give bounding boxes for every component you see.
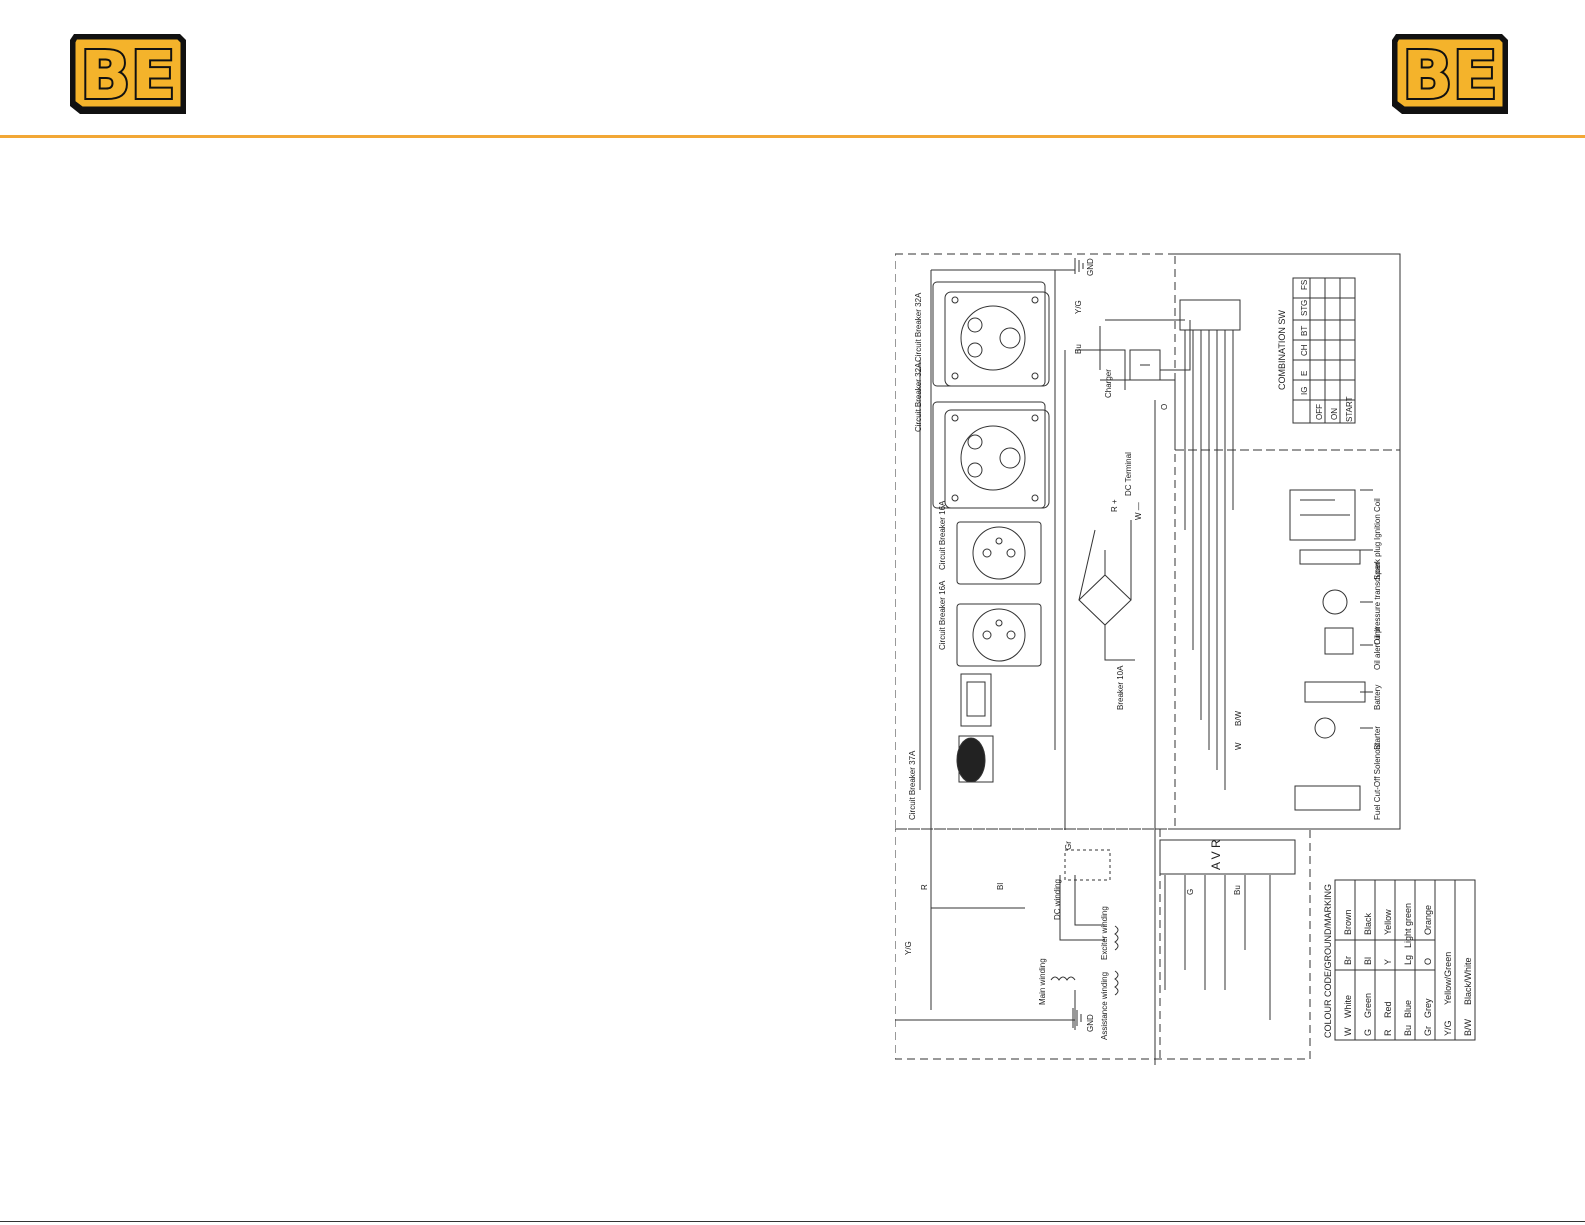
- colour-row-3-name2: Light green: [1403, 903, 1413, 948]
- label-wire-g: G: [1186, 889, 1195, 895]
- colour-row-1-code2: Bl: [1363, 957, 1373, 965]
- colour-row-6-code: B/W: [1463, 1018, 1473, 1036]
- colour-row-1-name: Green: [1363, 993, 1373, 1018]
- label-yg-bottom: Y/G: [904, 941, 913, 955]
- switch-header-ch: CH: [1300, 344, 1309, 356]
- label-avr: A V R: [1209, 839, 1223, 870]
- colour-row-1-code: G: [1363, 1029, 1373, 1036]
- label-fuel-cutoff: Fuel Cut-Off Solenoid: [1373, 743, 1382, 820]
- colour-row-5-code: Y/G: [1443, 1020, 1453, 1036]
- colour-row-5-name: Yellow/Green: [1443, 952, 1453, 1005]
- label-wire-o: O: [1160, 404, 1169, 410]
- wiring-diagram: GND Y/G Bu Charger Circuit Breaker 32A C…: [895, 253, 1476, 1065]
- label-combination-sw: COMBINATION SW: [1277, 310, 1287, 390]
- switch-header-fs: FS: [1300, 280, 1309, 290]
- colour-row-2-code: R: [1383, 1029, 1393, 1036]
- label-wire-gr: Gr: [1064, 841, 1073, 850]
- label-w-minus: W —: [1134, 502, 1143, 520]
- label-breaker-32a-2: Circuit Breaker 32A: [914, 362, 923, 432]
- colour-row-0-name2: Brown: [1343, 909, 1353, 935]
- colour-row-4-name: Grey: [1423, 998, 1433, 1018]
- colour-row-6-name: Black/White: [1463, 957, 1473, 1005]
- label-wire-w: W: [1234, 742, 1243, 750]
- colour-row-4-name2: Orange: [1423, 905, 1433, 935]
- label-dc-terminal: DC Terminal: [1124, 452, 1133, 496]
- label-main-winding: Main winding: [1038, 958, 1047, 1005]
- label-breaker-16a-2: Circuit Breaker 16A: [938, 580, 947, 650]
- colour-row-2-code2: Y: [1383, 959, 1393, 965]
- switch-header-e: E: [1300, 371, 1309, 376]
- label-charger: Charger: [1104, 369, 1113, 398]
- label-dc-winding: DC winding: [1053, 879, 1062, 920]
- colour-row-4-code2: O: [1423, 958, 1433, 965]
- label-starter: Starter: [1373, 726, 1382, 750]
- label-wire-bl: Bl: [996, 883, 1005, 890]
- colour-row-0-code: W: [1343, 1027, 1353, 1036]
- logo-left-text: BE: [80, 37, 175, 114]
- label-assistance-winding: Assistance winding: [1100, 972, 1109, 1040]
- page-header: BE BE: [0, 0, 1585, 140]
- label-r-plus: R +: [1110, 499, 1119, 512]
- switch-header-g: G: [1300, 300, 1309, 306]
- label-breaker-10a: Breaker 10A: [1116, 665, 1125, 710]
- header-accent-rule: [0, 135, 1585, 138]
- label-breaker-16a-1: Circuit Breaker 16A: [938, 500, 947, 570]
- switch-row-off: OFF: [1315, 404, 1324, 420]
- colour-table-title: COLOUR CODE/GROUND/MARKING: [1323, 884, 1333, 1038]
- label-oil-pressure: Oil pressure transducer: [1373, 562, 1382, 645]
- label-wire-bw: B/W: [1234, 710, 1243, 726]
- label-gnd-top: GND: [1086, 258, 1095, 276]
- label-yg-top: Y/G: [1074, 300, 1083, 314]
- switch-row-start: START: [1345, 396, 1354, 422]
- switch-header-ig: IG: [1300, 387, 1309, 395]
- colour-row-0-code2: Br: [1343, 956, 1353, 965]
- label-gnd-bottom: GND: [1086, 1014, 1095, 1032]
- switch-row-on: ON: [1330, 408, 1339, 420]
- colour-row-3-name: Blue: [1403, 1000, 1413, 1018]
- label-bu-wire: Bu: [1074, 344, 1083, 354]
- label-breaker-32a-1: Circuit Breaker 32A: [914, 292, 923, 362]
- label-spark-plug: Spark plug: [1373, 542, 1382, 580]
- switch-header-bt: BT: [1300, 326, 1309, 336]
- label-exciter-winding: Exciter winding: [1100, 906, 1109, 960]
- label-breaker-37a: Circuit Breaker 37A: [908, 750, 917, 820]
- be-logo-right: BE: [1392, 34, 1508, 116]
- logo-right-text: BE: [1402, 37, 1497, 114]
- label-battery: Battery: [1373, 685, 1382, 710]
- colour-row-1-name2: Black: [1363, 912, 1373, 935]
- be-logo-left: BE: [70, 34, 186, 116]
- label-wire-bu: Bu: [1233, 885, 1242, 895]
- label-ignition-coil: Ignition Coil: [1373, 498, 1382, 540]
- label-oil-alert: Oil alert unit: [1373, 627, 1382, 670]
- colour-row-3-code: Bu: [1403, 1025, 1413, 1036]
- footer-rule: [0, 1221, 1585, 1222]
- colour-row-0-name: White: [1343, 995, 1353, 1018]
- switch-header-st: ST: [1300, 306, 1309, 316]
- colour-row-3-code2: Lg: [1403, 955, 1413, 965]
- colour-row-4-code: Gr: [1423, 1026, 1433, 1036]
- colour-row-2-name: Red: [1383, 1001, 1393, 1018]
- colour-row-2-name2: Yellow: [1383, 909, 1393, 935]
- label-wire-r: R: [920, 884, 929, 890]
